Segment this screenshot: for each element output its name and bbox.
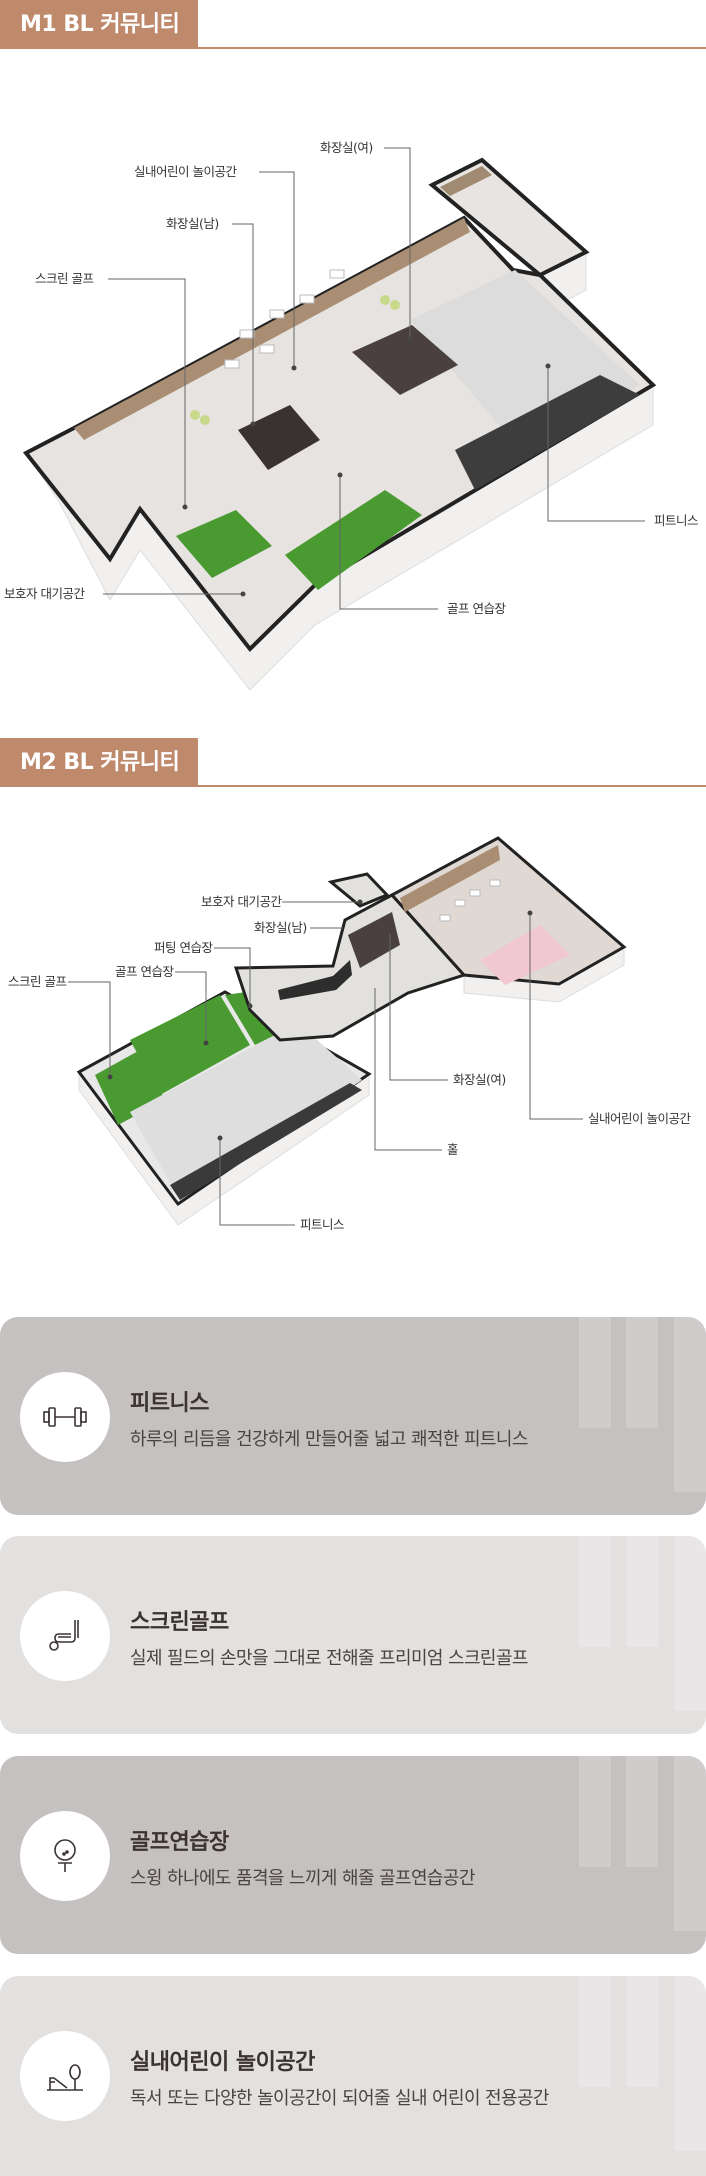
- m1-label-kids-play: 실내어린이 놀이공간: [134, 164, 237, 179]
- card-title: 골프연습장: [130, 1830, 229, 1855]
- card-title: 스크린골프: [130, 1610, 229, 1635]
- card-decoration: [674, 1976, 706, 2151]
- playground-icon: [20, 2031, 110, 2121]
- m1-floor-plan: 화장실(여) 실내어린이 놀이공간 화장실(남) 스크린 골프 피트니스 보호자…: [0, 60, 706, 700]
- m2-label-toilet-female: 화장실(여): [453, 1072, 506, 1087]
- m2-label-screen-golf: 스크린 골프: [8, 974, 67, 989]
- card-decoration: [674, 1756, 706, 1931]
- facility-card-fitness: 피트니스 하루의 리듬을 건강하게 만들어줄 넓고 쾌적한 피트니스: [0, 1317, 706, 1515]
- m1-label-golf-range: 골프 연습장: [447, 601, 506, 616]
- m2-section-header: M2 BL 커뮤니티: [0, 738, 706, 787]
- card-decoration: [579, 1317, 611, 1428]
- card-decoration: [626, 1976, 658, 2087]
- m2-section-title: M2 BL 커뮤니티: [0, 738, 198, 787]
- m2-label-guardian-waiting: 보호자 대기공간: [201, 894, 282, 909]
- m1-section-header: M1 BL 커뮤니티: [0, 0, 706, 49]
- m1-label-guardian-waiting: 보호자 대기공간: [4, 586, 85, 601]
- card-decoration: [579, 1976, 611, 2087]
- card-decoration: [626, 1317, 658, 1428]
- golf-club-icon: [20, 1591, 110, 1681]
- m1-section-title: M1 BL 커뮤니티: [0, 0, 198, 49]
- m2-floor-plan-illustration: [68, 836, 627, 1226]
- facility-card-screen-golf: 스크린골프 실제 필드의 손맛을 그대로 전해줄 프리미엄 스크린골프: [0, 1536, 706, 1734]
- card-description: 스윙 하나에도 품격을 느끼게 해줄 골프연습공간: [130, 1868, 475, 1889]
- facility-card-kids-play: 실내어린이 놀이공간 독서 또는 다양한 놀이공간이 되어줄 실내 어린이 전용…: [0, 1976, 706, 2176]
- card-decoration: [674, 1536, 706, 1711]
- card-description: 하루의 리듬을 건강하게 만들어줄 넓고 쾌적한 피트니스: [130, 1429, 528, 1450]
- card-decoration: [626, 1756, 658, 1867]
- card-decoration: [579, 1756, 611, 1867]
- card-title: 실내어린이 놀이공간: [130, 2050, 315, 2075]
- card-decoration: [674, 1317, 706, 1492]
- m2-label-fitness: 피트니스: [300, 1217, 345, 1232]
- dumbbell-icon: [20, 1372, 110, 1462]
- m2-label-golf-range: 골프 연습장: [115, 964, 174, 979]
- golf-ball-tee-icon: [20, 1811, 110, 1901]
- card-description: 실제 필드의 손맛을 그대로 전해줄 프리미엄 스크린골프: [130, 1648, 528, 1669]
- m2-label-putting: 퍼팅 연습장: [154, 940, 213, 955]
- card-title: 피트니스: [130, 1391, 209, 1416]
- card-decoration: [579, 1536, 611, 1647]
- m1-label-toilet-female: 화장실(여): [320, 140, 373, 155]
- m1-label-screen-golf: 스크린 골프: [35, 271, 94, 286]
- facility-card-golf-range: 골프연습장 스윙 하나에도 품격을 느끼게 해줄 골프연습공간: [0, 1756, 706, 1954]
- m1-label-fitness: 피트니스: [654, 513, 699, 528]
- card-decoration: [626, 1536, 658, 1647]
- m2-label-hall: 홀: [447, 1142, 459, 1157]
- m1-label-toilet-male: 화장실(남): [166, 216, 219, 231]
- m2-floor-plan: 보호자 대기공간 화장실(남) 퍼팅 연습장 골프 연습장 스크린 골프 화장실…: [0, 800, 706, 1280]
- m2-label-kids-play: 실내어린이 놀이공간: [588, 1111, 691, 1126]
- m2-label-toilet-male: 화장실(남): [254, 920, 307, 935]
- m1-floor-plan-illustration: [22, 147, 657, 691]
- card-description: 독서 또는 다양한 놀이공간이 되어줄 실내 어린이 전용공간: [130, 2088, 549, 2109]
